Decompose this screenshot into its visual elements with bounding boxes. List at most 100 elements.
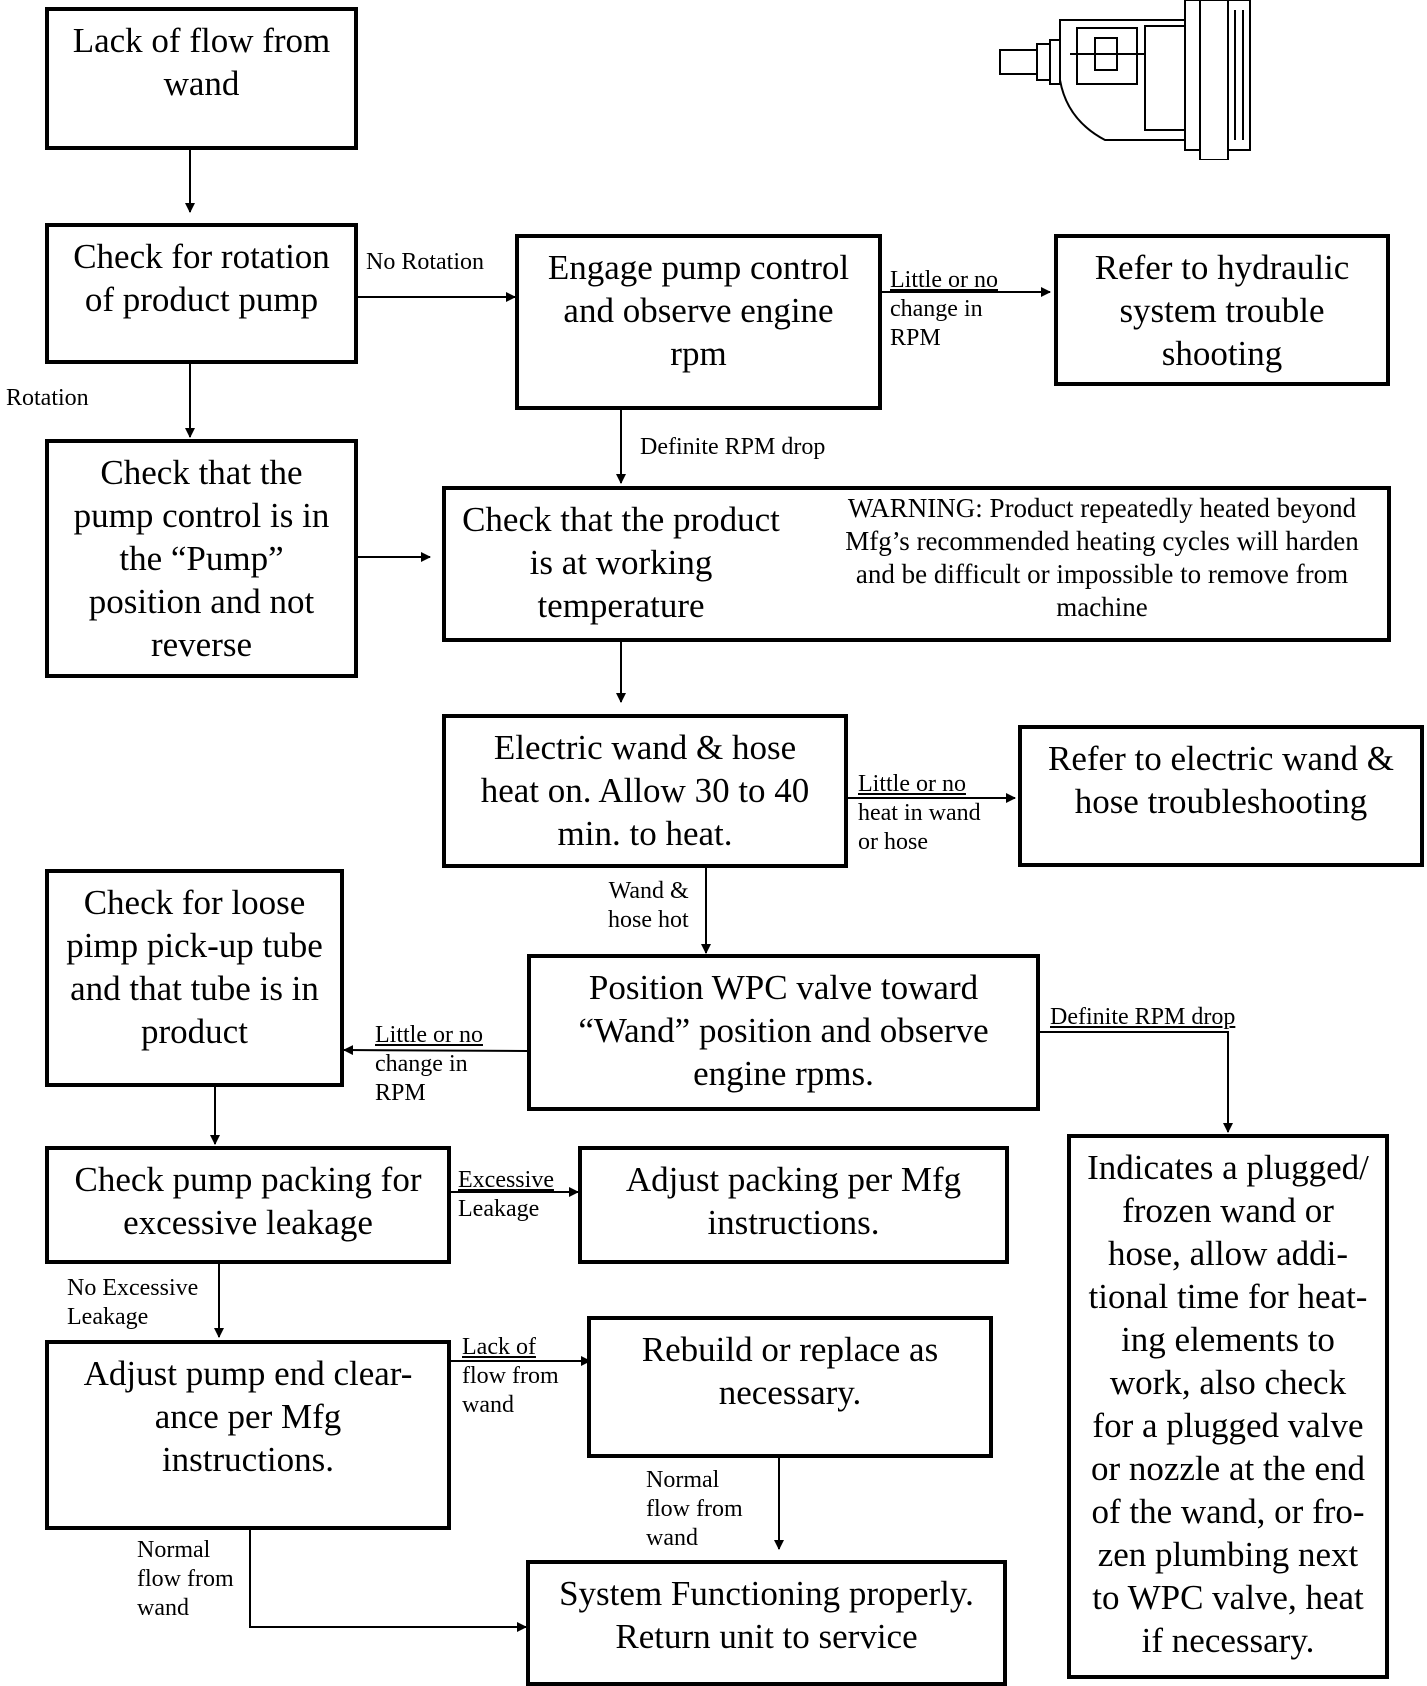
text-line: Check pump packing for <box>74 1160 422 1199</box>
text-line: Position WPC valve toward <box>588 968 979 1007</box>
text-line: engine rpms. <box>693 1054 874 1093</box>
label-definite-drop-2: Definite RPM drop <box>1050 1003 1235 1032</box>
text-line: and be difficult or impossible to remove… <box>855 559 1349 589</box>
text-line: reverse <box>150 625 253 664</box>
text-line: flow from <box>137 1566 234 1592</box>
text-line: Rotation <box>6 385 89 411</box>
text-line: temperature <box>537 586 705 625</box>
text-line: heat on. Allow 30 to 40 <box>480 771 810 810</box>
text-line: Check that the <box>100 453 303 492</box>
text-line: excessive leakage <box>123 1203 373 1242</box>
text-line: Mfg’s recommended heating cycles will ha… <box>845 526 1359 556</box>
text-line: hose hot <box>608 907 689 933</box>
text-line: necessary. <box>718 1373 862 1412</box>
text-line: Rebuild or replace as <box>641 1330 939 1369</box>
text-line: Excessive <box>458 1167 554 1193</box>
text-line: Wand & <box>608 878 689 904</box>
text-line: hose, allow addi- <box>1107 1234 1349 1273</box>
text-line: Adjust packing per Mfg <box>625 1160 962 1199</box>
text-line: is at working <box>529 543 713 582</box>
text-line: Definite RPM drop <box>1050 1004 1236 1030</box>
text-line: Electric wand & hose <box>493 728 797 767</box>
text-line: position and not <box>88 582 315 621</box>
box-adjust-packing: Adjust packing per Mfg instructions. <box>578 1146 1009 1264</box>
arrow-wpc-to-plugged <box>1040 1031 1233 1133</box>
warning-text: WARNING: Product repeatedly heated beyon… <box>818 492 1386 624</box>
text-line: heat in wand <box>858 800 981 826</box>
text-line: ing elements to <box>1121 1320 1335 1359</box>
box-check-packing: Check pump packing for excessive leakage <box>45 1146 451 1264</box>
label-no-rotation: No Rotation <box>366 248 484 277</box>
text-line: Check that the product <box>462 500 780 539</box>
box-lack-of-flow: Lack of flow from wand <box>45 7 358 150</box>
text-line: of the wand, or fro- <box>1091 1492 1365 1531</box>
pump-illustration <box>999 0 1251 160</box>
box-position-wpc: Position WPC valve toward “Wand” position… <box>527 954 1040 1111</box>
text-line: Normal <box>137 1537 211 1563</box>
box-check-temperature: Check that the product is at working tempe… <box>442 486 1391 642</box>
text-line: min. to heat. <box>557 814 733 853</box>
text-line: Lack of flow from <box>72 21 331 60</box>
text-line: Normal <box>646 1467 720 1493</box>
label-wand-hose-hot: Wand & hose hot <box>608 877 689 935</box>
box-refer-electric: Refer to electric wand & hose troubleshoo… <box>1018 725 1424 867</box>
text-line: Engage pump control <box>547 248 850 287</box>
text-line: work, also check <box>1109 1363 1347 1402</box>
text-line: “Wand” position and observe <box>578 1011 989 1050</box>
text-line: the “Pump” <box>119 539 284 578</box>
arrow-clearance-to-system <box>249 1530 527 1632</box>
check-temp-text: Check that the product is at working tempe… <box>446 498 796 627</box>
text-line: flow from <box>462 1363 559 1389</box>
text-line: Little or no <box>858 771 966 797</box>
text-line: or nozzle at the end <box>1090 1449 1366 1488</box>
text-line: instructions. <box>707 1203 880 1242</box>
text-line: change in <box>375 1051 468 1077</box>
text-line: if necessary. <box>1141 1621 1315 1660</box>
text-line: wand <box>163 64 240 103</box>
text-line: machine <box>1056 592 1148 622</box>
text-line: Leakage <box>458 1196 540 1222</box>
label-rotation: Rotation <box>6 384 89 413</box>
text-line: hose troubleshooting <box>1074 782 1368 821</box>
text-line: flow from <box>646 1496 743 1522</box>
text-line: Little or no <box>375 1022 483 1048</box>
text-line: Check for rotation <box>73 237 330 276</box>
label-normal-flow-clearance: Normal flow from wand <box>137 1536 234 1623</box>
text-line: Return unit to service <box>615 1617 918 1656</box>
text-line: frozen wand or <box>1122 1191 1334 1230</box>
box-electric-wand: Electric wand & hose heat on. Allow 30 to… <box>442 714 848 868</box>
text-line: Check for loose <box>83 883 306 922</box>
text-line: Indicates a plugged/ <box>1087 1148 1369 1187</box>
text-line: Definite RPM drop <box>640 434 826 460</box>
text-line: RPM <box>890 325 941 351</box>
text-line: to WPC valve, heat <box>1092 1578 1364 1617</box>
text-line: rpm <box>670 334 727 373</box>
text-line: Refer to hydraulic <box>1094 248 1350 287</box>
text-line: and that tube is in <box>70 969 319 1008</box>
box-system-functioning: System Functioning properly.Return unit … <box>526 1560 1007 1686</box>
arrow-wpc-to-loose <box>343 1045 528 1056</box>
text-line: Adjust pump end clear- <box>83 1354 413 1393</box>
text-line: tional time for heat- <box>1088 1277 1368 1316</box>
text-line: Refer to electric wand & <box>1048 739 1394 778</box>
text-line: Leakage <box>67 1304 149 1330</box>
text-line: for a plugged valve <box>1092 1406 1364 1445</box>
text-line: wand <box>462 1392 514 1418</box>
text-line: wand <box>137 1595 189 1621</box>
box-indicates-plugged: Indicates a plugged/frozen wand or hose, … <box>1067 1134 1389 1679</box>
text-line: product <box>141 1012 248 1051</box>
text-line: No Rotation <box>366 249 484 275</box>
